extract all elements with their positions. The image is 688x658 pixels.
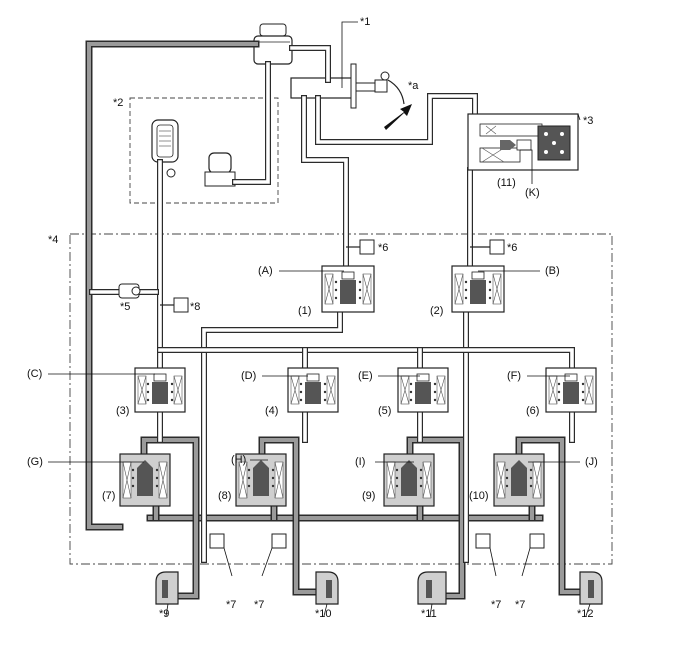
port-label-a: (A) xyxy=(258,265,273,277)
callout-7b: *7 xyxy=(254,599,264,611)
pressure-sensor-7b xyxy=(271,533,287,549)
pedal-force-arrow xyxy=(384,104,412,130)
check-valve-5 xyxy=(118,283,141,299)
valve-6 xyxy=(545,367,597,413)
callout-3: *3 xyxy=(583,115,593,127)
callout-a: *a xyxy=(408,80,419,92)
valve-label-5: (5) xyxy=(378,405,391,417)
port-label-j: (J) xyxy=(585,456,598,468)
valve-5 xyxy=(397,367,449,413)
valve-label-7: (7) xyxy=(102,490,115,502)
valve-label-10: (10) xyxy=(469,490,489,502)
pressure-sensor-7c xyxy=(475,533,491,549)
callout-5: *5 xyxy=(120,301,130,313)
valve-8 xyxy=(235,453,287,507)
stroke-simulator-unit xyxy=(467,113,579,171)
valve-label-3: (3) xyxy=(116,405,129,417)
port-label-h: (H) xyxy=(231,454,246,466)
valve-label-8: (8) xyxy=(218,490,231,502)
callout-2: *2 xyxy=(113,97,123,109)
wheel-cylinder-9 xyxy=(155,571,179,605)
pressure-sensor-6a xyxy=(346,239,375,255)
port-label-i: (I) xyxy=(355,456,365,468)
wheel-cylinder-10 xyxy=(315,571,339,605)
callout-6a: *6 xyxy=(378,242,388,254)
port-label-f: (F) xyxy=(507,370,521,382)
master-cylinder xyxy=(290,63,405,109)
valve-2 xyxy=(451,265,505,313)
callout-7d: *7 xyxy=(515,599,525,611)
callout-7c: *7 xyxy=(491,599,501,611)
valve-label-11: (11) xyxy=(497,177,516,189)
port-label-e: (E) xyxy=(358,370,373,382)
callout-1: *1 xyxy=(360,16,370,28)
pressure-sensor-7a xyxy=(209,533,225,549)
reservoir xyxy=(253,23,293,65)
valve-4 xyxy=(287,367,339,413)
valve-label-9: (9) xyxy=(362,490,375,502)
master-cylinder-lines xyxy=(89,45,575,563)
pressure-sensor-8 xyxy=(160,297,189,313)
wheel-cylinder-11 xyxy=(417,571,447,605)
hydraulic-lines xyxy=(85,40,584,600)
callout-9: *9 xyxy=(159,608,169,620)
port-label-k: (K) xyxy=(525,187,540,199)
port-label-d: (D) xyxy=(241,370,256,382)
callout-7a: *7 xyxy=(226,599,236,611)
valve-label-6: (6) xyxy=(526,405,539,417)
callout-8: *8 xyxy=(190,301,200,313)
booster-unit xyxy=(151,119,236,187)
port-label-g: (G) xyxy=(27,456,43,468)
wheel-cylinder-12 xyxy=(579,571,603,605)
valve-10 xyxy=(493,453,545,507)
valve-1 xyxy=(321,265,375,313)
callout-11: *11 xyxy=(421,608,437,620)
master-cylinder-area-boundary xyxy=(129,97,279,204)
valve-label-4: (4) xyxy=(265,405,278,417)
valve-3 xyxy=(134,367,186,413)
valve-label-2: (2) xyxy=(430,305,443,317)
callout-6b: *6 xyxy=(507,242,517,254)
pressure-sensor-7d xyxy=(529,533,545,549)
callout-12: *12 xyxy=(577,608,594,620)
labels: *1 *2 *3 *4 *5 *6 *6 *7 *7 *7 *7 *8 *9 *… xyxy=(27,16,598,620)
callout-10: *10 xyxy=(315,608,332,620)
valve-9 xyxy=(383,453,435,507)
valve-7 xyxy=(119,453,171,507)
callout-4: *4 xyxy=(48,234,58,246)
port-label-b: (B) xyxy=(545,265,560,277)
leader-lines xyxy=(48,21,591,617)
pressure-sensor-6b xyxy=(470,239,505,255)
valve-label-1: (1) xyxy=(298,305,311,317)
actuator-boundary xyxy=(69,233,613,565)
port-label-c: (C) xyxy=(27,368,42,380)
